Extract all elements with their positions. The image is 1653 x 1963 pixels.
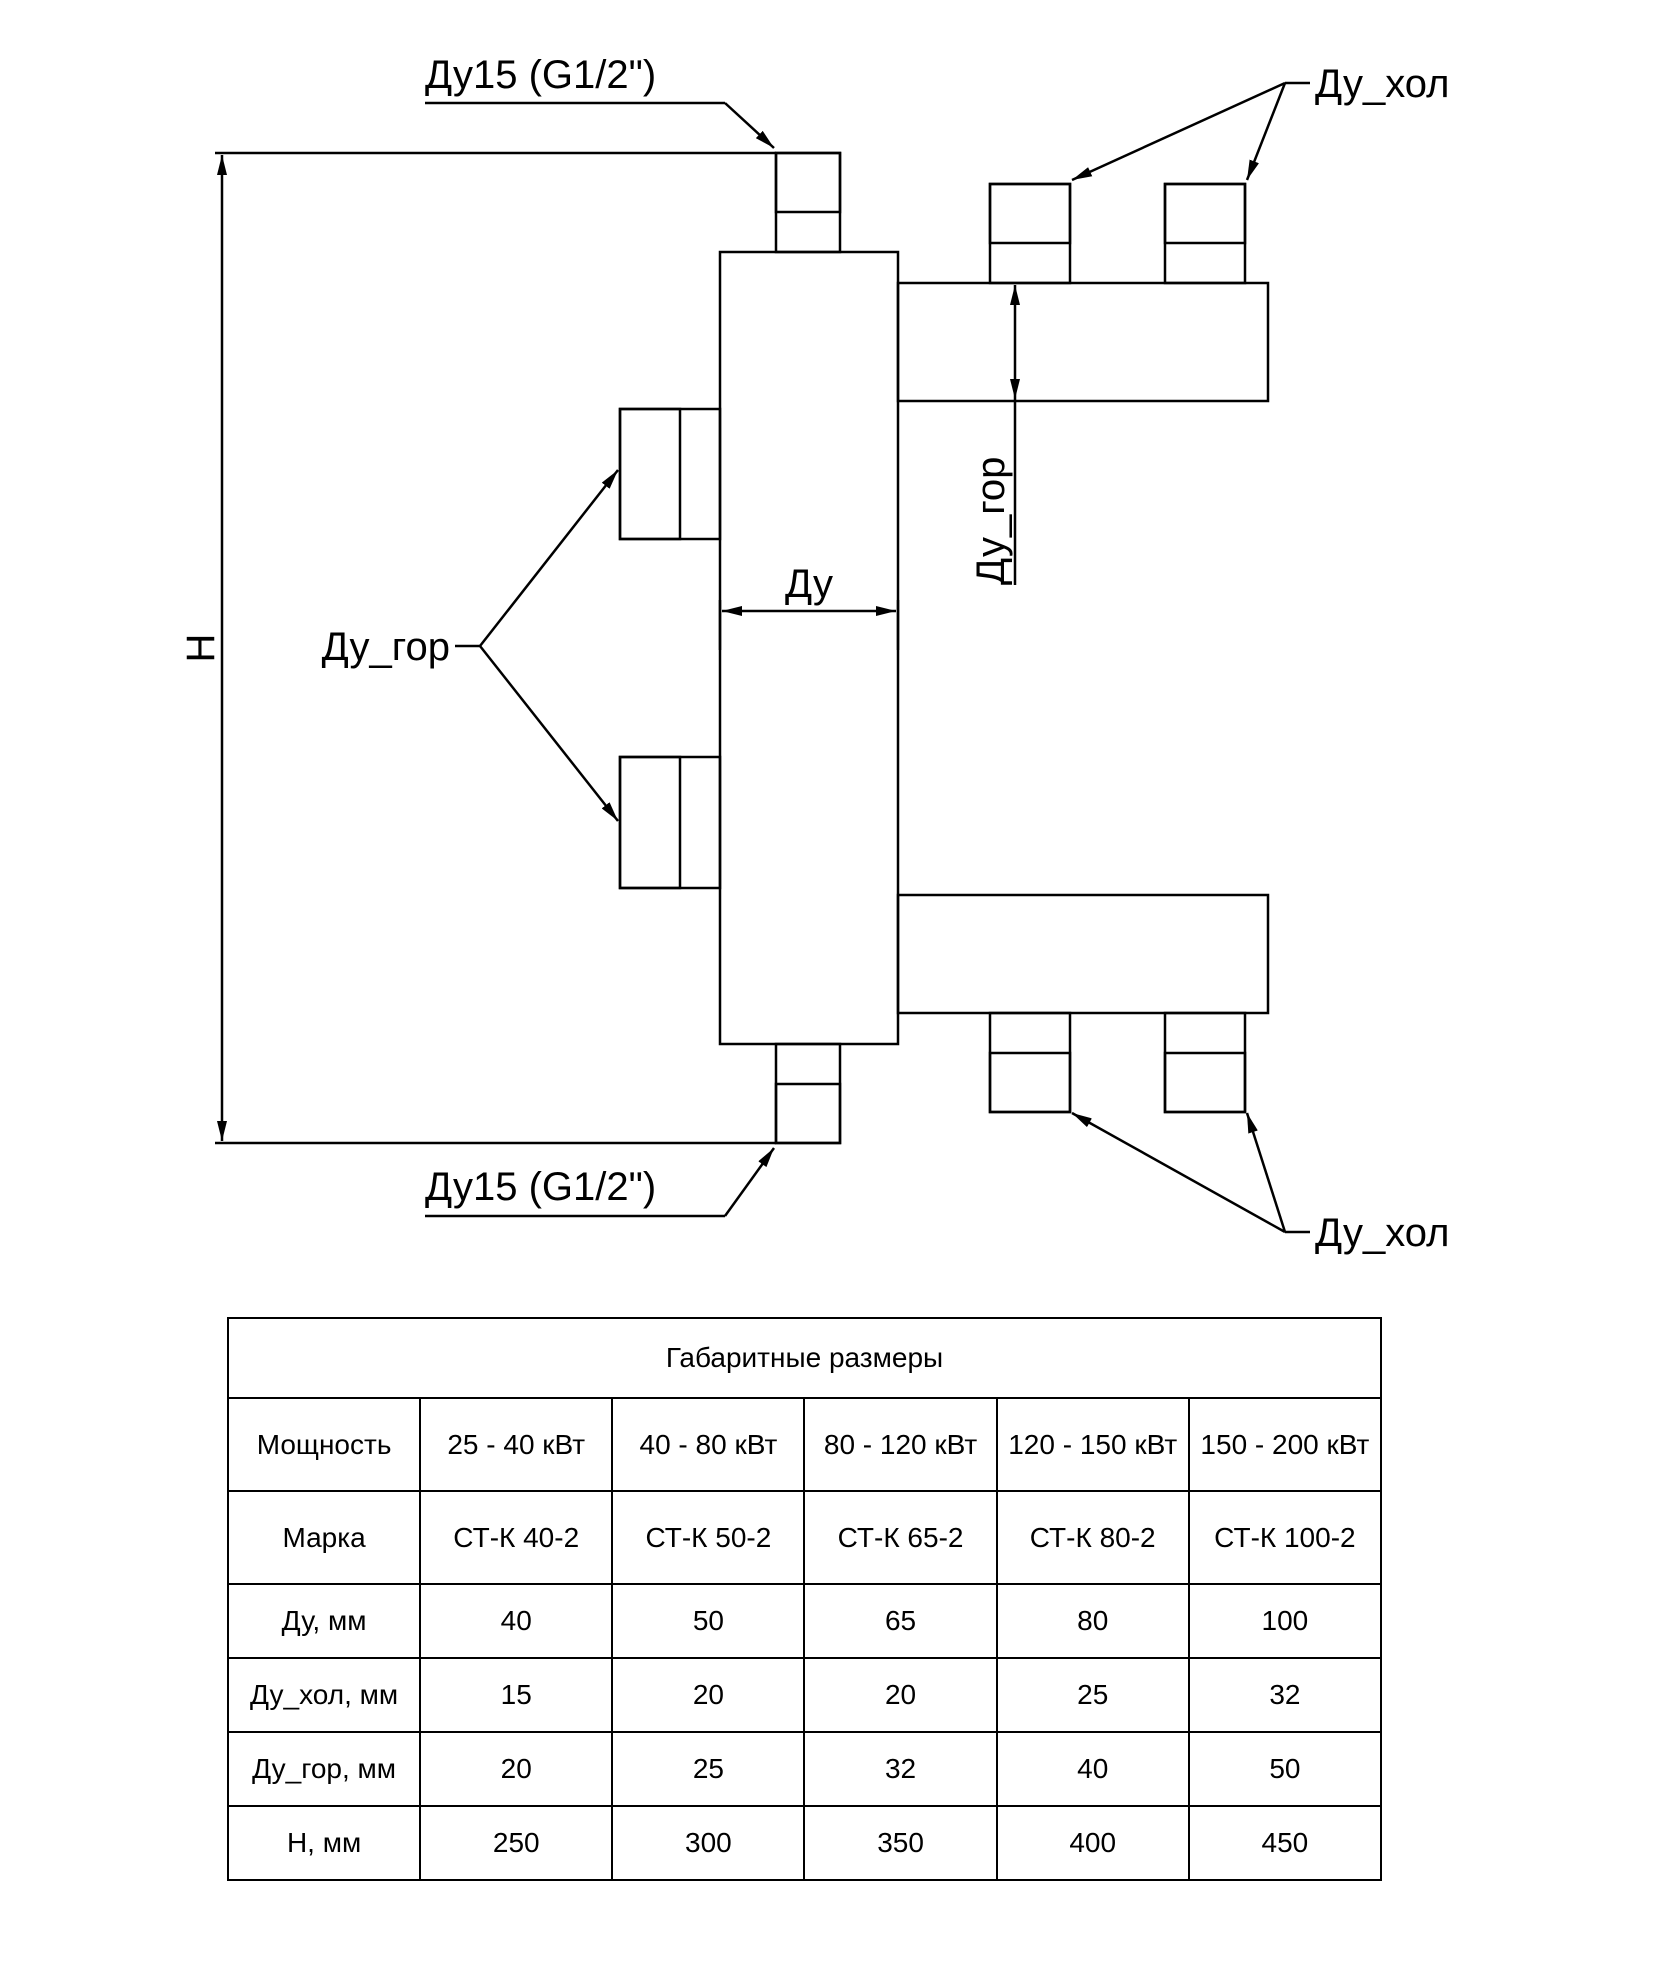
cold-bottom-label: Ду_хол (1315, 1211, 1449, 1255)
table-cell: 50 (611, 1583, 806, 1659)
table-cell: 20 (803, 1657, 998, 1733)
hot-right-label: Ду_гор (969, 457, 1013, 585)
height-dimension (215, 151, 776, 1145)
row-header: Ду_гор, мм (226, 1731, 422, 1807)
row-header: Марка (226, 1490, 422, 1585)
table-cell: 20 (611, 1657, 806, 1733)
body-diameter-dimension (718, 600, 900, 650)
hot-left-leader (455, 469, 619, 822)
table-cell: 25 (611, 1731, 806, 1807)
bottom-port-leader (425, 1147, 776, 1218)
table-cell: 15 (419, 1657, 614, 1733)
lower-header (896, 893, 1270, 1114)
table-cell: СТ-К 40-2 (419, 1490, 614, 1585)
table-row: Ду_гор, мм 20 25 32 40 50 (226, 1731, 1383, 1807)
table-cell: 40 - 80 кВт (611, 1397, 806, 1492)
top-port-label: Ду15 (G1/2") (425, 53, 656, 97)
separator-body (718, 250, 900, 1046)
table-cell: 65 (803, 1583, 998, 1659)
upper-header (896, 182, 1270, 403)
row-header: Ду, мм (226, 1583, 422, 1659)
table-cell: СТ-К 80-2 (995, 1490, 1190, 1585)
table-cell: 40 (995, 1731, 1190, 1807)
table-row: Ду, мм 40 50 65 80 100 (226, 1583, 1383, 1659)
row-header: H, мм (226, 1805, 422, 1881)
row-header: Мощность (226, 1397, 422, 1492)
hot-nipple-lower (618, 755, 722, 890)
table-cell: 50 (1187, 1731, 1383, 1807)
table-row: Марка СТ-К 40-2 СТ-К 50-2 СТ-К 65-2 СТ-К… (226, 1490, 1383, 1585)
table-cell: 300 (611, 1805, 806, 1881)
table-cell: 40 (419, 1583, 614, 1659)
row-header: Ду_хол, мм (226, 1657, 422, 1733)
table-cell: 20 (419, 1731, 614, 1807)
table-row: H, мм 250 300 350 400 450 (226, 1805, 1383, 1881)
dimensions-table: Габаритные размеры Мощность 25 - 40 кВт … (226, 1317, 1383, 1881)
cold-top-label: Ду_хол (1315, 62, 1449, 106)
table-cell: 80 (995, 1583, 1190, 1659)
bottom-port-label: Ду15 (G1/2") (425, 1165, 656, 1209)
table-cell: 250 (419, 1805, 614, 1881)
body-diameter-label: Ду (785, 562, 833, 606)
cold-top-leader (1071, 81, 1310, 182)
table-cell: 80 - 120 кВт (803, 1397, 998, 1492)
table-row: Ду_хол, мм 15 20 20 25 32 (226, 1657, 1383, 1733)
table-cell: 120 - 150 кВт (995, 1397, 1190, 1492)
table-cell: 25 - 40 кВт (419, 1397, 614, 1492)
table-cell: 150 - 200 кВт (1187, 1397, 1383, 1492)
table-cell: 32 (803, 1731, 998, 1807)
top-vent-nipple (774, 151, 842, 254)
table-cell: 25 (995, 1657, 1190, 1733)
table-cell: 350 (803, 1805, 998, 1881)
table-cell: 400 (995, 1805, 1190, 1881)
table-title: Габаритные размеры (227, 1317, 1382, 1399)
table-cell: СТ-К 50-2 (611, 1490, 806, 1585)
table-cell: СТ-К 65-2 (803, 1490, 998, 1585)
table-cell: 450 (1187, 1805, 1383, 1881)
bottom-drain-nipple (774, 1042, 842, 1145)
hot-nipple-upper (618, 407, 722, 541)
technical-drawing: Ду15 (G1/2") Ду15 (G1/2") Ду_хол Ду_хол … (179, 53, 1449, 1255)
height-label: H (179, 634, 223, 663)
table-cell: 32 (1187, 1657, 1383, 1733)
cold-bottom-leader (1071, 1111, 1310, 1234)
table-row: Мощность 25 - 40 кВт 40 - 80 кВт 80 - 12… (226, 1397, 1383, 1492)
table-cell: 100 (1187, 1583, 1383, 1659)
table-cell: СТ-К 100-2 (1187, 1490, 1383, 1585)
top-port-leader (425, 101, 775, 149)
hot-left-label: Ду_гор (322, 625, 450, 669)
